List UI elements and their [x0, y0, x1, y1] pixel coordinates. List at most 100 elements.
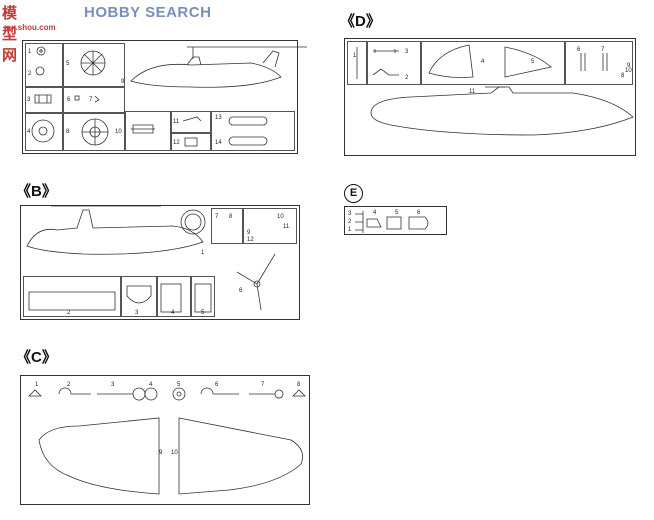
part-number: 10: [171, 450, 178, 456]
part-4-outline: [428, 44, 474, 78]
part-number: 6: [417, 210, 421, 216]
cowling-ring: [180, 209, 206, 235]
sheet-a-cell-3: [25, 87, 63, 113]
sheet-d-label: 《D》: [340, 13, 381, 30]
part-8-spokes: [82, 119, 108, 145]
sheet-b-drawing: [26, 205, 276, 313]
part-number: 3: [348, 211, 352, 217]
part-number: 7: [89, 97, 93, 103]
sheet-a-cell-6-7: [63, 87, 125, 113]
part-2-outline: [372, 68, 399, 76]
sheet-a-cell-13-14: [211, 111, 295, 151]
part-1-fuselage: [26, 209, 204, 255]
part-number: 2: [67, 310, 71, 316]
sheet-a-cell-12: [171, 133, 211, 151]
part-number: 10: [625, 68, 632, 74]
part-number: 6: [67, 97, 71, 103]
part-number: 2: [28, 71, 32, 77]
sheet-a-cell-11: [171, 111, 211, 133]
part-13-outline: [228, 116, 268, 126]
part-9-fin: [262, 50, 280, 68]
part-6-outline: [580, 53, 586, 71]
part-9-wing: [38, 417, 160, 495]
watermark-cn: 模型网: [2, 4, 19, 64]
part-number: 9: [627, 63, 631, 69]
part-5-outline: [194, 283, 212, 313]
part-number: 9: [159, 450, 163, 456]
part-number: 4: [171, 310, 175, 316]
sprue-sheet-e: 1 2 3 4 5 6: [344, 206, 447, 235]
part-4-outline: [31, 119, 55, 143]
sprue-sheet-a: 1 2 3 4 5 6 7 8 9 10 11 12 13 14: [22, 40, 307, 154]
sheet-d-cell-4-5: [421, 41, 565, 85]
part-number: 3: [135, 310, 139, 316]
part-number: 8: [297, 382, 301, 388]
sheet-b-cell-9-12: [243, 208, 297, 244]
part-number: 11: [173, 119, 180, 125]
part-3-outline: [97, 387, 146, 401]
part-number: 4: [373, 210, 377, 216]
part-number: 9: [247, 230, 251, 236]
part-number: 13: [215, 115, 222, 121]
part-number: 4: [27, 129, 31, 135]
sheet-b-cell-7-8: [211, 208, 243, 244]
part-number: 5: [395, 210, 399, 216]
part-3-outline: [126, 285, 152, 304]
part-number: 8: [621, 73, 625, 79]
sheet-d-cell-1: [347, 41, 367, 85]
part-number: 11: [283, 224, 290, 230]
part-12-outline: [184, 137, 198, 147]
part-7-outline: [249, 389, 284, 399]
part-10-outline: [131, 124, 155, 134]
part-5-outline: [172, 387, 186, 401]
part-4-outline: [366, 218, 382, 228]
part-number: 3: [405, 49, 409, 55]
watermark-en: HOBBY SEARCH: [84, 4, 212, 21]
sheet-e-label: E: [344, 184, 363, 203]
part-number: 3: [111, 382, 115, 388]
part-7-outline: [602, 53, 608, 71]
sheet-a-cell-4: [25, 113, 63, 151]
part-number: 2: [405, 75, 409, 81]
part-number: 3: [27, 97, 31, 103]
part-number: 5: [66, 61, 70, 67]
part-6-outline: [408, 216, 429, 230]
part-number: 4: [149, 382, 153, 388]
part-5-outline: [504, 46, 552, 78]
part-3-outline: [373, 49, 399, 53]
sheet-b-cell-2: [23, 276, 121, 317]
watermark-url: mx.shou.com: [4, 23, 56, 32]
part-11-wing: [370, 86, 634, 136]
sheet-b-cell-5: [191, 276, 215, 317]
part-3-outline: [34, 94, 52, 104]
part-number: 6: [239, 288, 243, 294]
part-11-outline: [182, 116, 202, 122]
part-1-outline: [36, 46, 46, 56]
part-6-outline: [200, 387, 239, 395]
part-1-outline: [28, 389, 42, 397]
part-number: 7: [601, 47, 605, 53]
part-number: 1: [28, 49, 32, 55]
part-4-outline: [160, 283, 182, 313]
part-number: 8: [229, 214, 233, 220]
sheet-a-cell-5: [63, 43, 125, 87]
sheet-b-cell-3: [121, 276, 157, 317]
part-number: 5: [201, 310, 205, 316]
part-number: 1: [201, 250, 205, 256]
sheet-d-cell-6-10: [565, 41, 633, 85]
sprue-sheet-d: 1 2 3 4 5 6 7 8 9 10 11: [344, 38, 636, 156]
part-number: 2: [67, 382, 71, 388]
part-1-3-sprue: [355, 211, 364, 233]
part-number: 4: [481, 59, 485, 65]
part-number: 14: [215, 140, 222, 146]
part-number: 1: [348, 227, 352, 233]
part-4-outline: [144, 387, 158, 401]
part-number: 7: [261, 382, 265, 388]
part-number: 1: [353, 53, 357, 59]
part-number: 12: [247, 237, 254, 243]
part-number: 5: [177, 382, 181, 388]
part-number: 12: [173, 140, 180, 146]
part-number: 10: [277, 214, 284, 220]
sheet-a-cell-8: [63, 113, 125, 151]
part-number: 1: [35, 382, 39, 388]
